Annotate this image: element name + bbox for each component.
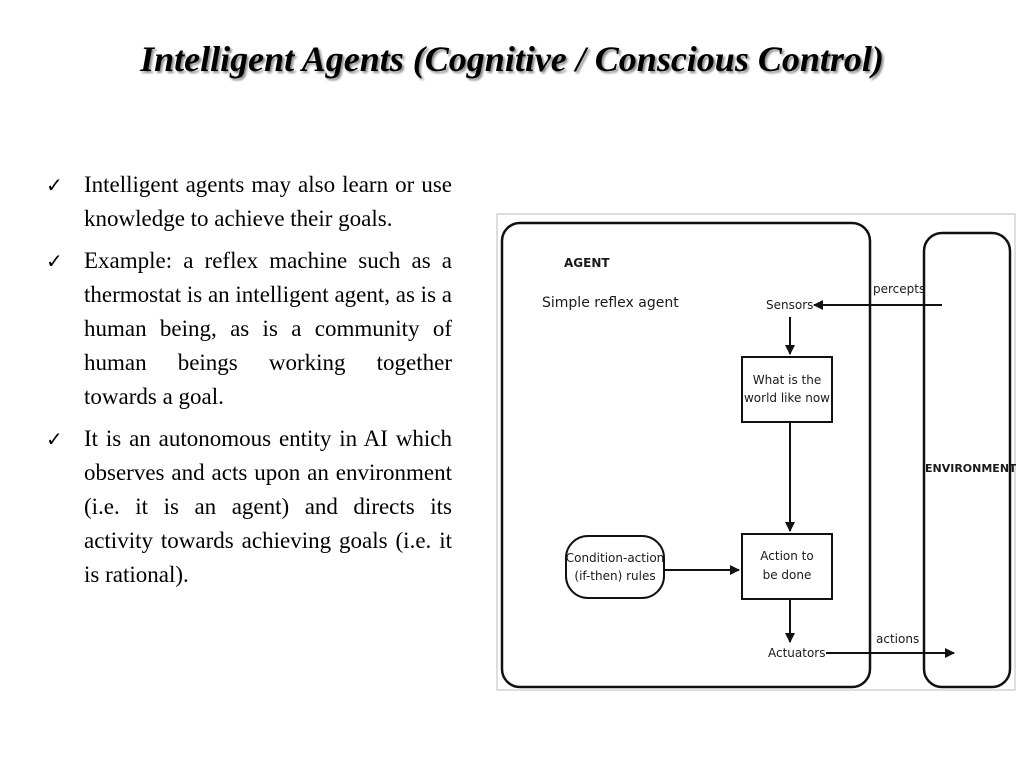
- bullet-item: ✓ Intelligent agents may also learn or u…: [40, 168, 452, 236]
- check-mark-icon: ✓: [46, 249, 63, 273]
- rules-box: [565, 535, 665, 599]
- bullet-text: It is an autonomous entity in AI which o…: [84, 426, 452, 587]
- bullet-list: ✓ Intelligent agents may also learn or u…: [40, 168, 452, 600]
- action-box: [741, 533, 833, 600]
- world-state-line2: world like now: [744, 391, 830, 405]
- world-state-box: [741, 356, 833, 423]
- percepts-label: percepts: [873, 282, 925, 296]
- bullet-text: Intelligent agents may also learn or use…: [84, 172, 452, 231]
- actions-label: actions: [876, 632, 919, 646]
- diagram-frame: [496, 213, 1016, 691]
- bullet-item: ✓ It is an autonomous entity in AI which…: [40, 422, 452, 592]
- slide-title: Intelligent Agents (Cognitive / Consciou…: [140, 39, 884, 79]
- agent-box: [500, 221, 872, 689]
- rules-line2: (if-then) rules: [574, 569, 655, 583]
- simple-reflex-agent-diagram: AGENT Simple reflex agent ENVIRONMENT Se…: [496, 213, 1016, 691]
- world-state-line1: What is the: [753, 373, 821, 387]
- agent-type-label: Simple reflex agent: [542, 295, 679, 311]
- actuators-label: Actuators: [768, 646, 826, 660]
- action-line1: Action to: [760, 549, 813, 563]
- sensors-label: Sensors: [766, 298, 813, 312]
- action-line2: be done: [763, 568, 812, 582]
- agent-label: AGENT: [564, 256, 610, 270]
- bullet-text: Example: a reflex machine such as a ther…: [84, 248, 452, 409]
- bullet-item: ✓ Example: a reflex machine such as a th…: [40, 244, 452, 414]
- check-mark-icon: ✓: [46, 173, 63, 197]
- check-mark-icon: ✓: [46, 427, 63, 451]
- rules-line1: Condition-action: [566, 551, 665, 565]
- environment-label: ENVIRONMENT: [925, 462, 1016, 475]
- environment-box: [922, 231, 1012, 689]
